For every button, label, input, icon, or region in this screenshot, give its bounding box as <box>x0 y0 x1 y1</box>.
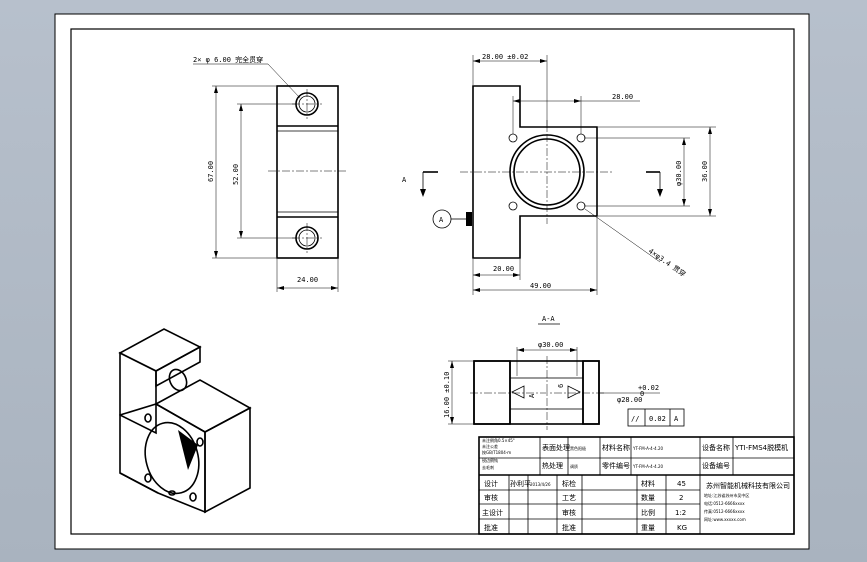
std-label: 标检 <box>562 479 576 488</box>
material-value: YT-FM-A-4-4.20 <box>632 446 664 451</box>
scale-label: 比例 <box>641 508 655 517</box>
qty-label: 数量 <box>641 493 655 502</box>
material2-label: 材料 <box>641 479 655 488</box>
gtol-value: 0.02 <box>649 415 666 423</box>
company-tel: 电话:0512-6666xxxx <box>704 500 745 506</box>
weight-label: 重量 <box>641 524 655 532</box>
note-2: 未注公差 <box>482 443 498 449</box>
design-date: 2013/4/26 <box>530 482 551 487</box>
surface-value: 黑色阳极 <box>570 445 586 451</box>
chief-label: 主设计 <box>482 508 503 517</box>
qty-value: 2 <box>679 494 683 502</box>
material-label: 材料名称 <box>602 443 630 452</box>
top-width-dim: 24.00 <box>297 276 318 284</box>
front-right-dim: 28.00 <box>612 93 633 101</box>
device-value: YTI-FMS4脱模机 <box>734 443 788 452</box>
top-height-dim: 67.00 <box>207 161 215 182</box>
isometric-view <box>118 328 252 514</box>
title-block: 未注倒角0.5×45° 未注公差 按GB/T1804-m 锐边倒钝 去毛刺 表面… <box>478 436 795 535</box>
design-name: 孙利平 <box>510 479 531 488</box>
front-top-dim: 28.00 ±0.02 <box>482 53 528 61</box>
note-1: 未注倒角0.5×45° <box>482 437 515 443</box>
drawing-frame <box>70 28 795 535</box>
section-tol-upper: +0.02 <box>638 384 659 392</box>
check-label-2: 审核 <box>562 508 576 517</box>
gtol-datum: A <box>674 415 679 423</box>
heat-label: 热处理 <box>542 461 563 470</box>
front-bore-dim: φ30.00 <box>675 161 683 186</box>
part-value: YT-FM-A-4-4.20 <box>632 464 664 469</box>
company-address: 地址:江苏省苏州市吴中区 <box>704 492 749 498</box>
front-bottom-total-dim: 49.00 <box>530 282 551 290</box>
heat-value: 调质 <box>570 463 578 469</box>
section-label-6: 6 <box>557 384 565 388</box>
section-view: A-A φ30.00 16.00 ±0.10 A 6 φ28.00 +0.02 … <box>443 315 685 430</box>
material2-value: 45 <box>677 480 686 488</box>
company-name: 苏州智能机械科技有限公司 <box>706 481 790 490</box>
design-label: 设计 <box>484 479 498 488</box>
front-bottom-inner-dim: 20.00 <box>493 265 514 273</box>
section-bore-dim: φ30.00 <box>538 341 563 349</box>
weight-value: KG <box>677 524 687 532</box>
device-label: 设备名称 <box>702 443 730 452</box>
note-3: 按GB/T1804-m <box>482 449 511 455</box>
note-4: 锐边倒钝 <box>482 457 498 463</box>
scale-value: 1:2 <box>675 509 686 517</box>
section-mark-left: A <box>402 176 407 184</box>
front-datum-label: A <box>439 216 444 224</box>
company-web: 网址:www.xxxxx.com <box>704 516 746 522</box>
front-height-dim: 36.00 <box>701 161 709 182</box>
gtol-symbol: // <box>631 415 639 423</box>
company-fax: 传真:0512-6666xxxx <box>704 508 745 514</box>
section-diam-dim: φ28.00 <box>617 396 642 404</box>
geometric-tolerance-frame: // 0.02 A <box>627 408 685 427</box>
approve-label: 批准 <box>484 523 498 532</box>
process-label: 工艺 <box>562 494 576 502</box>
paper <box>54 13 810 550</box>
section-title: A-A <box>542 315 555 323</box>
approve-label-2: 批准 <box>562 523 576 532</box>
top-hole-note: 2× φ 6.00 完全贯穿 <box>193 55 263 64</box>
note-5: 去毛刺 <box>482 464 494 470</box>
section-label-a: A <box>528 393 536 398</box>
section-height-dim: 16.00 ±0.10 <box>443 372 451 418</box>
surface-label: 表面处理 <box>542 443 570 452</box>
check-label: 审核 <box>484 493 498 502</box>
section-tol-lower: 0 <box>640 390 644 398</box>
part-label: 零件编号 <box>602 461 630 470</box>
top-inner-dim: 52.00 <box>232 164 240 185</box>
device-code-label: 设备编号 <box>702 461 730 470</box>
top-view: 2× φ 6.00 完全贯穿 67.00 52.00 24.00 <box>193 55 348 292</box>
